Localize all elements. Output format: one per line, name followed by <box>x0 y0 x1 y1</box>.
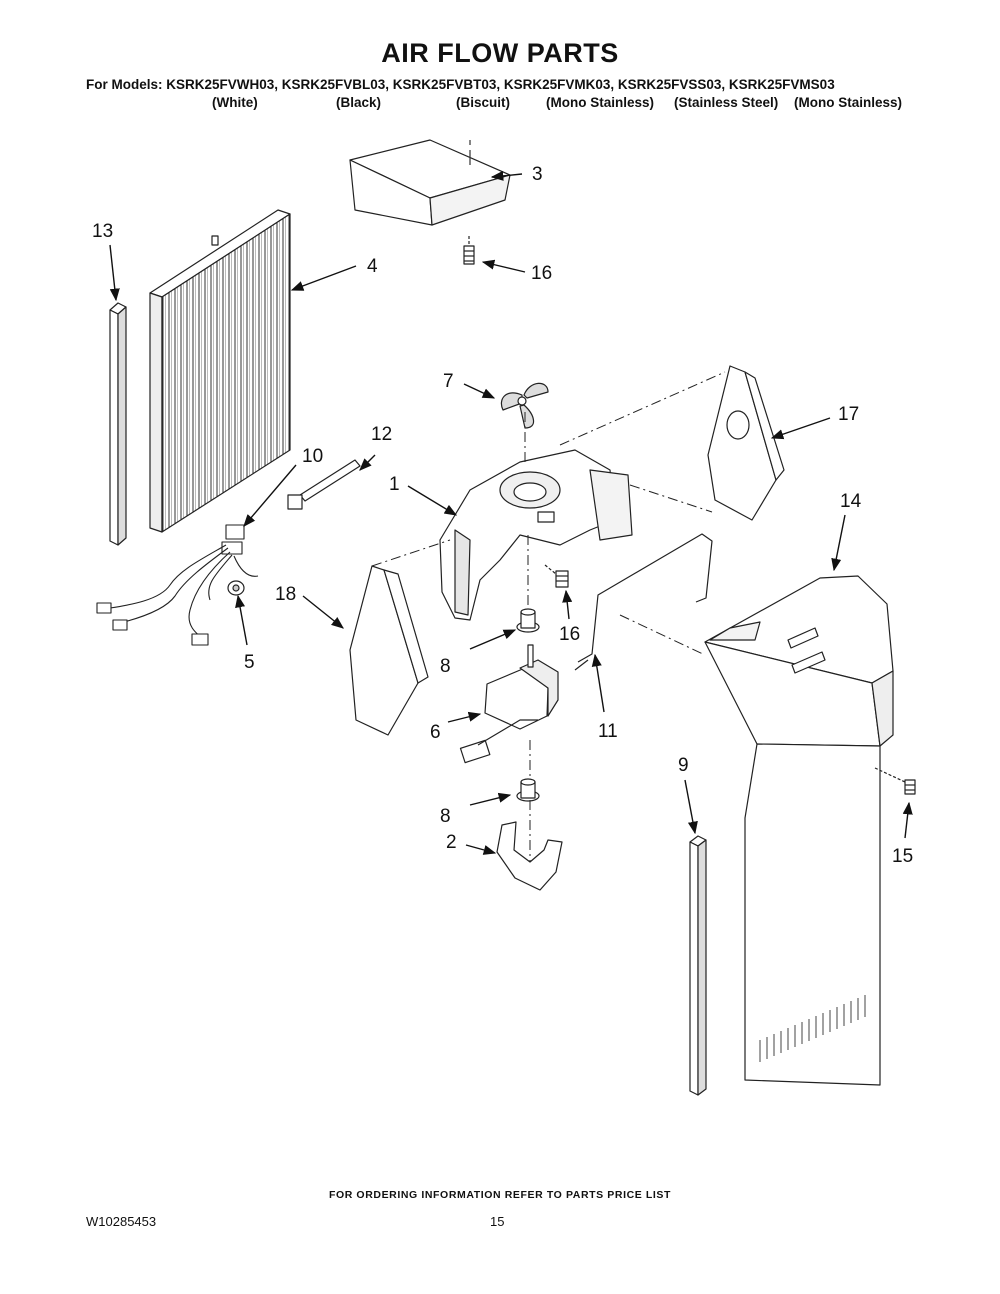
callout-11: 11 <box>598 721 618 742</box>
callout-6: 6 <box>430 722 441 743</box>
wire-bracket-11 <box>574 533 713 671</box>
callout-3: 3 <box>532 164 543 185</box>
callout-16: 16 <box>531 263 552 284</box>
ordering-note: FOR ORDERING INFORMATION REFER TO PARTS … <box>328 1189 672 1201</box>
gasket-strip-9 <box>689 835 707 1096</box>
color-label: (Biscuit) <box>456 95 510 110</box>
callout-10: 10 <box>302 446 323 467</box>
callout-9: 9 <box>678 755 689 776</box>
color-label: (Black) <box>336 95 382 110</box>
grommet-8-upper <box>516 608 540 633</box>
callout-arrows <box>109 170 913 855</box>
screw-16-top <box>463 236 475 265</box>
page-title: AIR FLOW PARTS <box>381 38 619 68</box>
callout-2: 2 <box>446 832 457 853</box>
air-tower-cover-14 <box>704 575 894 1086</box>
screw-16-mid <box>544 564 569 588</box>
callout-7: 7 <box>443 371 454 392</box>
grommet-8-lower <box>516 778 540 802</box>
page-number: 15 <box>490 1214 505 1229</box>
divider-plate-18 <box>349 565 429 736</box>
callout-15: 15 <box>892 846 913 867</box>
callout-1: 1 <box>389 474 400 495</box>
model-colors-row: (White) (Black) (Biscuit) (Mono Stainles… <box>0 95 1000 113</box>
air-duct-3 <box>349 139 511 226</box>
motor-bracket-2 <box>496 821 563 891</box>
callout-13: 13 <box>92 221 113 242</box>
cable-tie-12 <box>287 459 361 510</box>
document-number: W10285453 <box>86 1214 157 1229</box>
color-label: (Stainless Steel) <box>674 95 779 110</box>
color-label: (White) <box>212 95 258 110</box>
callout-18: 18 <box>275 584 296 605</box>
screw-15 <box>874 767 916 795</box>
evaporator-cover-4 <box>149 209 291 533</box>
callout-5: 5 <box>244 652 255 673</box>
models-line: For Models: KSRK25FVWH03, KSRK25FVBL03, … <box>86 77 835 92</box>
fan-shroud-1 <box>439 449 633 621</box>
callout-4: 4 <box>367 256 378 277</box>
wire-harness-10 <box>96 524 259 646</box>
callout-14: 14 <box>840 491 862 512</box>
callout-16: 16 <box>559 624 580 645</box>
color-label: (Mono Stainless) <box>546 95 655 110</box>
divider-plate-17 <box>707 365 785 521</box>
fan-motor-6 <box>459 644 559 764</box>
callout-8: 8 <box>440 806 451 827</box>
callout-12: 12 <box>371 424 392 445</box>
callout-8: 8 <box>440 656 451 677</box>
air-tower-vents <box>759 995 866 1062</box>
grommet-5 <box>227 580 245 596</box>
color-label: (Mono Stainless) <box>794 95 903 110</box>
callout-labels: 3 16 4 13 7 17 1 12 10 14 18 16 8 6 11 5… <box>92 164 913 867</box>
gasket-strip-13 <box>109 302 127 546</box>
callout-17: 17 <box>838 404 859 425</box>
